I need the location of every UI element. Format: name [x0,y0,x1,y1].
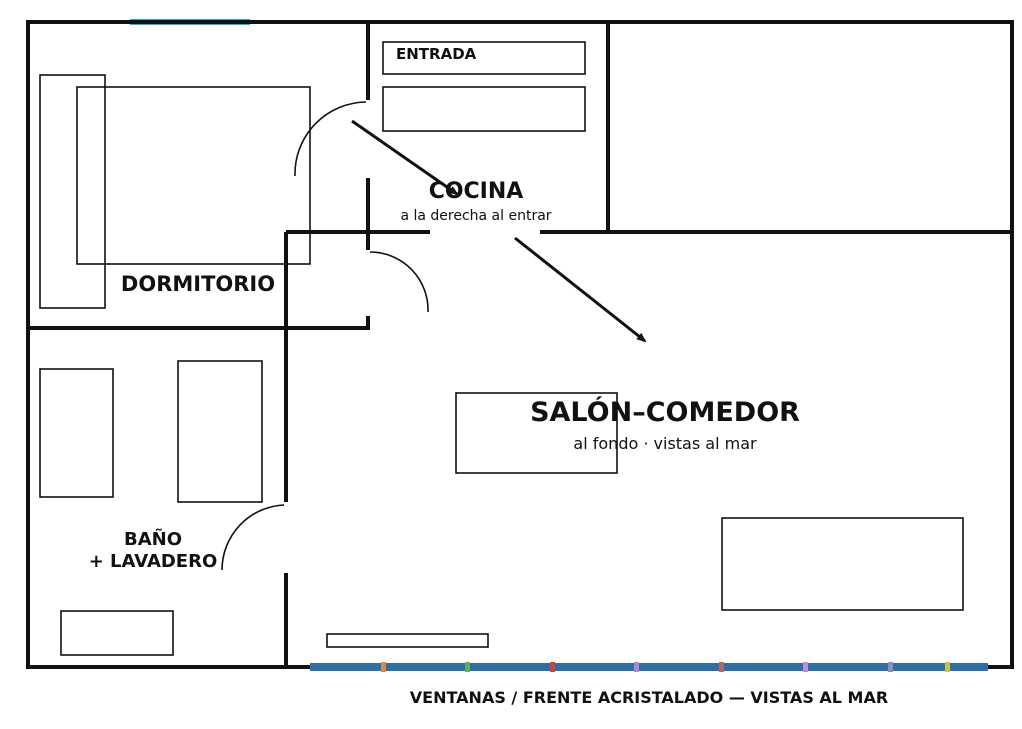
arrow-to-kitchen [351,119,459,196]
kitchen-counter [382,86,586,132]
bedroom-door-swing [294,101,367,177]
window-marker [719,662,724,672]
door-swings [221,101,429,571]
interior-walls [28,22,1012,667]
window-marker [803,662,808,672]
living-label: SALÓN–COMEDOR [530,396,800,428]
window-marker [550,662,555,672]
window-bench [326,633,489,648]
bed [76,86,311,265]
window-marker [888,662,893,672]
hall-door-swing [369,251,429,313]
bath-sink [60,610,174,656]
bathroom-door-swing [221,504,285,571]
bath-fixture-right [177,360,263,503]
wardrobe [39,74,106,309]
living-note: al fondo · vistas al mar [573,434,757,453]
window-marker [945,662,950,672]
bedroom-label: DORMITORIO [121,272,275,296]
window-marker [634,662,639,672]
bath-fixture-left [39,368,114,498]
kitchen-note: a la derecha al entrar [400,208,551,224]
window-marker [465,662,470,672]
bathroom-label-line2: + LAVADERO [89,551,218,572]
window-markers [381,662,950,672]
window-marker [381,662,386,672]
bathroom-label-line1: BAÑO [124,527,182,550]
arrow-to-living [514,236,647,343]
sofa [721,517,964,611]
dining-table [455,392,618,474]
furniture [39,41,964,656]
windows-label: VENTANAS / FRENTE ACRISTALADO — VISTAS A… [410,688,888,707]
entrance-cabinet [382,41,586,75]
kitchen-label: COCINA [429,179,524,204]
entrance-label: ENTRADA [396,45,477,63]
